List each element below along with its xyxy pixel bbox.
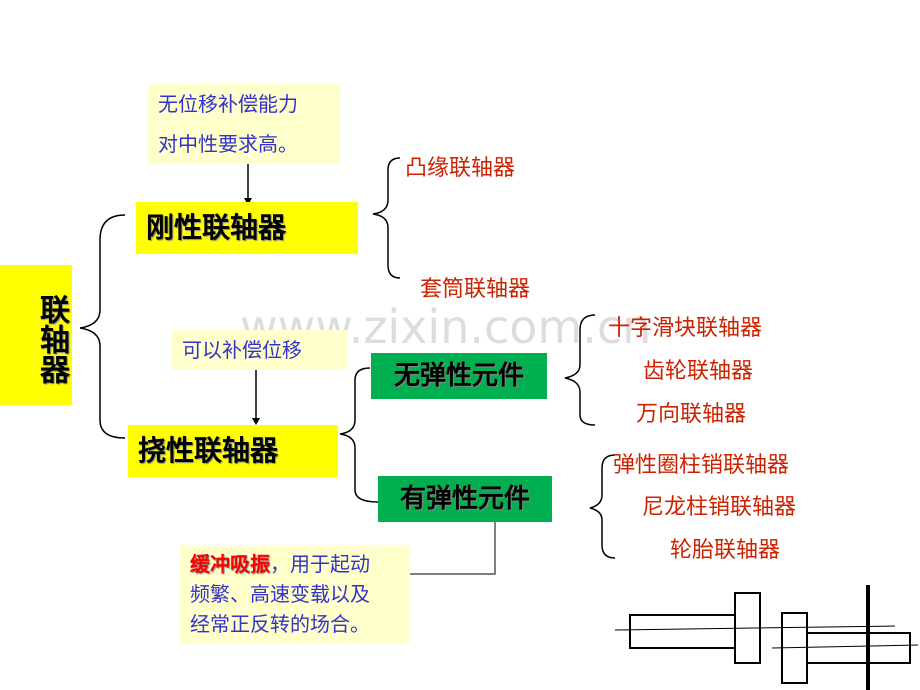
no-elastic-item: 齿轮联轴器	[643, 359, 754, 384]
no-elastic-item: 万向联轴器	[636, 402, 747, 427]
root-node: 联轴器	[0, 265, 72, 405]
rigid-note: 无位移补偿能力 对中性要求高。	[148, 84, 340, 164]
elastic-item: 轮胎联轴器	[670, 538, 781, 563]
flexible-note: 可以补偿位移	[172, 330, 347, 370]
elastic-note: 缓冲吸振，用于起动 频繁、高速变载以及 经常正反转的场合。	[180, 545, 410, 643]
rigid-note-line: 对中性要求高。	[158, 132, 298, 156]
rigid-coupling-node: 刚性联轴器	[136, 202, 358, 254]
elastic-item: 弹性圈柱销联轴器	[613, 453, 790, 478]
no-elastic-item: 十字滑块联轴器	[608, 316, 763, 341]
coupling-drawing	[614, 585, 919, 690]
elastic-note-text: 经常正反转的场合。	[190, 612, 370, 636]
rigid-note-line: 无位移补偿能力	[158, 92, 298, 116]
rigid-item: 凸缘联轴器	[405, 156, 516, 181]
no-elastic-node: 无弹性元件	[371, 353, 547, 399]
elastic-note-text: ，用于起动	[270, 552, 370, 576]
elastic-note-highlight: 缓冲吸振	[190, 552, 270, 576]
flexible-coupling-node: 挠性联轴器	[128, 425, 338, 477]
elastic-node: 有弹性元件	[378, 476, 552, 522]
elastic-item: 尼龙柱销联轴器	[642, 495, 797, 520]
elastic-note-text: 频繁、高速变载以及	[190, 582, 370, 606]
rigid-item: 套筒联轴器	[420, 277, 531, 302]
